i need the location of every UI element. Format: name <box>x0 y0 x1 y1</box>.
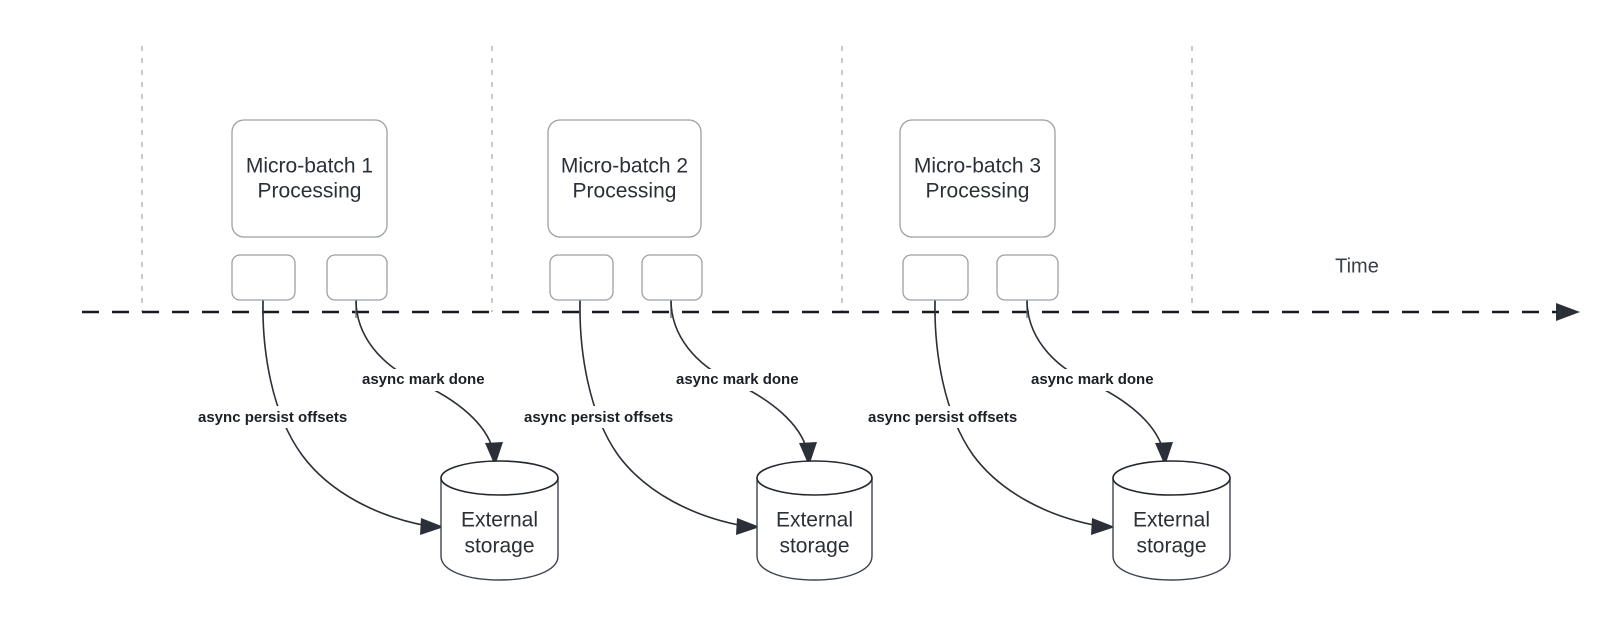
node-batch-3-task-a[interactable] <box>902 254 969 301</box>
edge-label-halo <box>864 406 1046 428</box>
edge-async-mark-done-2-arrow-icon <box>799 442 817 466</box>
node-external-storage-1-line1: External <box>461 509 538 532</box>
node-external-storage-2-line1: External <box>776 509 853 532</box>
node-batch-2-task-b[interactable] <box>641 254 703 301</box>
node-micro-batch-2-box[interactable] <box>547 119 702 238</box>
node-micro-batch-2-subtitle: Processing <box>573 180 677 203</box>
edge-async-persist-offsets-3 <box>934 299 1115 535</box>
node-batch-1-task-b[interactable] <box>326 254 388 301</box>
node-external-storage-2-top <box>756 460 873 496</box>
batch-1-connectors <box>262 300 357 318</box>
time-axis: Time <box>82 255 1580 321</box>
node-external-storage-1[interactable]: External storage <box>440 460 559 581</box>
batch-2-connectors <box>579 300 672 318</box>
node-micro-batch-1-subtitle: Processing <box>258 180 362 203</box>
node-external-storage-3-body[interactable] <box>1112 477 1231 581</box>
node-micro-batch-3[interactable]: Micro-batch 3 Processing <box>899 119 1056 238</box>
node-external-storage-3-line1: External <box>1133 509 1210 532</box>
timeline-tick-group <box>141 46 1193 312</box>
time-axis-arrow-icon <box>1556 303 1580 321</box>
edge-label-async-persist-offsets-2: async persist offsets <box>524 409 673 426</box>
node-external-storage-2-body[interactable] <box>756 477 873 581</box>
node-batch-2-task-a[interactable] <box>549 254 614 301</box>
node-external-storage-3[interactable]: External storage <box>1112 460 1231 581</box>
node-micro-batch-3-title: Micro-batch 3 <box>914 155 1041 178</box>
node-batch-3-task-b[interactable] <box>996 254 1059 301</box>
edge-label-async-mark-done-1: async mark done <box>362 371 485 388</box>
edge-async-persist-offsets-2-arrow-icon <box>736 518 760 535</box>
node-external-storage-3-line2: storage <box>1136 535 1206 558</box>
edge-async-persist-offsets-2 <box>579 299 760 535</box>
edge-async-persist-offsets-2-path <box>579 299 745 527</box>
node-micro-batch-3-box[interactable] <box>899 119 1056 238</box>
edge-label-halo <box>520 406 702 428</box>
node-external-storage-1-body[interactable] <box>440 477 559 581</box>
node-external-storage-1-top <box>440 460 559 496</box>
node-micro-batch-1-box[interactable] <box>231 119 388 238</box>
edge-async-persist-offsets-1 <box>262 299 444 535</box>
time-axis-label: Time <box>1335 255 1379 277</box>
edge-label-halo <box>194 406 376 428</box>
node-batch-1-task-a[interactable] <box>231 254 296 301</box>
edge-label-async-mark-done-3: async mark done <box>1031 371 1154 388</box>
edge-label-halo <box>672 369 818 391</box>
edge-async-persist-offsets-1-arrow-icon <box>420 518 444 535</box>
node-micro-batch-3-subtitle: Processing <box>926 180 1030 203</box>
edge-async-persist-offsets-1-path <box>262 299 429 527</box>
node-external-storage-3-top <box>1112 460 1231 496</box>
edge-label-async-persist-offsets-3: async persist offsets <box>868 409 1017 426</box>
edge-label-async-mark-done-2: async mark done <box>676 371 799 388</box>
edge-label-halo <box>1027 369 1173 391</box>
node-micro-batch-1[interactable]: Micro-batch 1 Processing <box>231 119 388 238</box>
node-external-storage-1-line2: storage <box>464 535 534 558</box>
node-external-storage-2-line2: storage <box>779 535 849 558</box>
node-micro-batch-2[interactable]: Micro-batch 2 Processing <box>547 119 702 238</box>
node-micro-batch-1-title: Micro-batch 1 <box>246 155 373 178</box>
node-external-storage-2[interactable]: External storage <box>756 460 873 581</box>
edge-label-async-persist-offsets-1: async persist offsets <box>198 409 347 426</box>
edge-label-halo <box>358 369 504 391</box>
batch-3-connectors <box>934 300 1028 318</box>
edge-async-mark-done-1-arrow-icon <box>485 442 503 466</box>
node-micro-batch-2-title: Micro-batch 2 <box>561 155 688 178</box>
edge-async-persist-offsets-3-arrow-icon <box>1091 518 1115 535</box>
edge-async-persist-offsets-3-path <box>934 299 1100 527</box>
edge-async-mark-done-3-arrow-icon <box>1155 442 1173 466</box>
